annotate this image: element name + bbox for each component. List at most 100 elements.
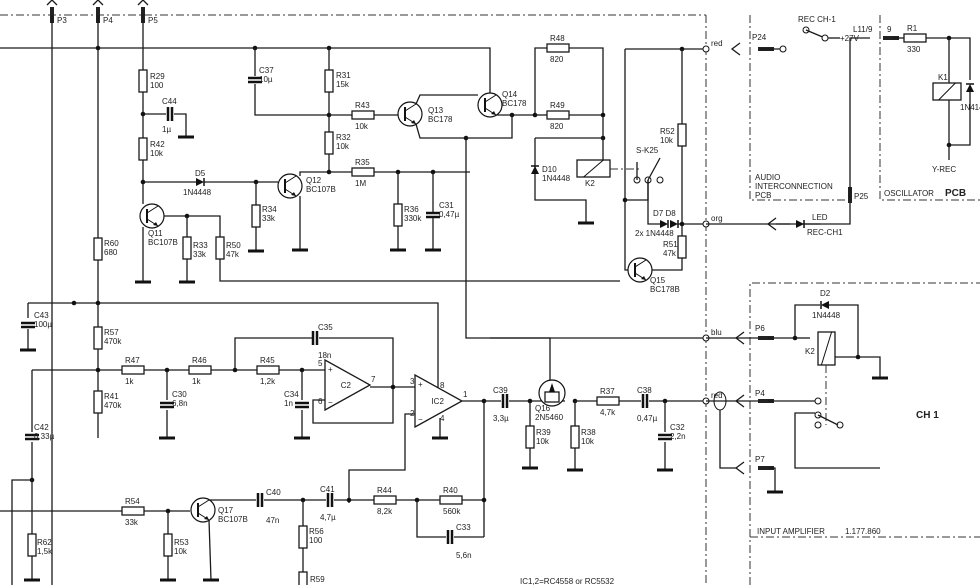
emitter-arrow-icon — [153, 222, 158, 226]
r57-ref-label: R57 — [104, 328, 119, 337]
transistor-collector — [146, 205, 159, 214]
r40-value-label: 560k — [443, 507, 461, 516]
c37-ref-label: C37 — [259, 66, 274, 75]
diode-d8 — [670, 220, 678, 228]
wire-color-org: org — [711, 214, 723, 223]
pin-label-p4: P4 — [103, 16, 113, 25]
emitter-arrow-icon — [641, 276, 646, 280]
wire — [312, 387, 394, 424]
resistor-r38 — [570, 425, 580, 449]
r43-ref-label: R43 — [355, 101, 370, 110]
r39-ref-label: R39 — [536, 428, 551, 437]
q14-value-label: BC178 — [502, 99, 527, 108]
r45-ref-label: R45 — [260, 356, 275, 365]
led-rec-label: REC-CH1 — [807, 228, 843, 237]
resistor-r31 — [324, 69, 334, 93]
resistor-r42 — [138, 137, 148, 161]
d7-d8-value-label: 2x 1N4448 — [635, 229, 674, 238]
wire — [719, 410, 736, 469]
r33-ref-label: R33 — [193, 241, 208, 250]
audio-box-label-1: AUDIO — [755, 173, 780, 182]
k1-ref-label: K1 — [938, 73, 948, 82]
diode-d1 — [966, 84, 974, 92]
r52-ref-label: R52 — [660, 127, 675, 136]
d10-ref-label: D10 — [542, 165, 557, 174]
resistor-r32 — [324, 131, 334, 155]
ic2-pin1: 1 — [463, 390, 468, 399]
connector-plug-icon — [734, 461, 745, 475]
r39-value-label: 10k — [536, 437, 550, 446]
c32-ref-label: C32 — [670, 423, 685, 432]
r37-value-label: 4,7k — [600, 408, 616, 417]
c35-ref-label: C35 — [318, 323, 333, 332]
c2-label: C2 — [341, 381, 352, 390]
audio-box-label-2: INTERCONNECTION — [755, 182, 833, 191]
c2-pin7: 7 — [371, 375, 376, 384]
wire — [234, 337, 312, 370]
wire — [254, 84, 329, 116]
r33-value-label: 33k — [193, 250, 207, 259]
r57-value-label: 470k — [104, 337, 122, 346]
wire — [415, 94, 478, 105]
q11-ref-label: Q11 — [148, 229, 163, 238]
r34-value-label: 33k — [262, 214, 276, 223]
r48-ref-label: R48 — [550, 34, 565, 43]
connector-plug-icon — [766, 217, 777, 231]
r44-value-label: 8,2k — [377, 507, 393, 516]
q13-ref-label: Q13 — [428, 106, 444, 115]
wire — [768, 467, 776, 492]
c30-ref-label: C30 — [172, 390, 187, 399]
transistor-q12 — [277, 173, 303, 199]
junction-dot — [95, 300, 101, 306]
wire — [647, 157, 661, 181]
resistor-r50 — [215, 236, 225, 260]
r35-ref-label: R35 — [355, 158, 370, 167]
r52-value-label: 10k — [660, 136, 674, 145]
r36-ref-label: R36 — [404, 205, 419, 214]
resistor-r40 — [439, 495, 463, 505]
fet-channel — [544, 391, 560, 403]
pin-label-p25: P25 — [854, 192, 869, 201]
r41-ref-label: R41 — [104, 392, 119, 401]
terminal-circle — [702, 45, 710, 53]
diode-d5 — [196, 178, 204, 186]
transistor-q14 — [477, 92, 503, 118]
transistor-collector — [404, 103, 417, 112]
wire — [794, 304, 820, 338]
wire — [348, 413, 415, 503]
wire — [11, 479, 32, 585]
r42-value-label: 10k — [150, 149, 164, 158]
q12-ref-label: Q12 — [306, 176, 322, 185]
pin-label-p5: P5 — [148, 16, 158, 25]
r53-value-label: 10k — [174, 547, 188, 556]
r34-ref-label: R34 — [262, 205, 277, 214]
minus-sign: − — [418, 415, 423, 424]
r31-ref-label: R31 — [336, 71, 351, 80]
r51-value-label: 47k — [663, 249, 677, 258]
transistor-collector — [634, 259, 647, 268]
c32-value-label: 2,2n — [670, 432, 686, 441]
transistor-collector — [197, 499, 210, 508]
resistor-r44 — [373, 495, 397, 505]
c43-value-label: 100µ — [34, 320, 52, 329]
diode-d7 — [660, 220, 668, 228]
terminal-circle — [821, 34, 829, 42]
q17-value-label: BC107B — [218, 515, 248, 524]
wire — [299, 171, 329, 176]
r49-value-label: 820 — [550, 122, 564, 131]
r29-ref-label: R29 — [150, 72, 165, 81]
pin-header-icon — [758, 336, 774, 340]
q14-ref-label: Q14 — [502, 90, 518, 99]
r38-ref-label: R38 — [581, 428, 596, 437]
wire — [0, 47, 491, 93]
resistor-r57 — [93, 326, 103, 350]
resistor-r41 — [93, 390, 103, 414]
c37-value-label: 10µ — [259, 75, 273, 84]
pin-label-p24: P24 — [752, 33, 767, 42]
c39-ref-label: C39 — [493, 386, 508, 395]
r50-value-label: 47k — [226, 250, 240, 259]
c42-ref-label: C42 — [34, 423, 49, 432]
r45-value-label: 1,2k — [260, 377, 276, 386]
pin-arrow-icon — [137, 0, 149, 6]
terminal-circle — [814, 421, 822, 429]
